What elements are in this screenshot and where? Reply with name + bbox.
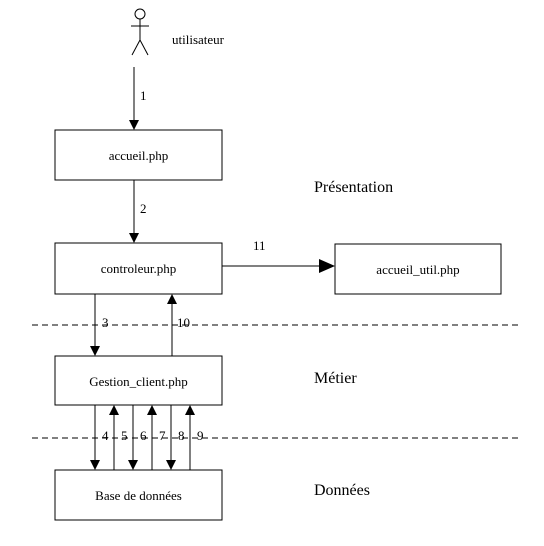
step-label-4: 4 [102,428,109,443]
layer-label-presentation: Présentation [314,179,393,196]
step-label-11: 11 [253,238,266,253]
box-accueil: accueil.php [54,129,223,181]
box-base-donnees: Base de données [54,469,223,521]
step-label-2: 2 [140,201,147,216]
layer-label-metier: Métier [314,370,357,387]
box-controleur-label: controleur.php [101,261,176,276]
user-actor-icon [131,8,149,56]
box-accueil-util-label: accueil_util.php [376,262,459,277]
box-accueil-util: accueil_util.php [334,243,502,295]
box-base-donnees-label: Base de données [95,488,182,503]
step-label-6: 6 [140,428,147,443]
step-label-9: 9 [197,428,204,443]
box-gestion-client: Gestion_client.php [54,355,223,406]
step-label-5: 5 [121,428,128,443]
actor-label: utilisateur [172,32,225,47]
box-controleur: controleur.php [54,242,223,295]
step-label-1: 1 [140,88,147,103]
layer-label-donnees: Données [314,482,370,499]
step-label-8: 8 [178,428,185,443]
box-gestion-client-label: Gestion_client.php [89,374,188,389]
step-label-10: 10 [177,315,190,330]
step-label-3: 3 [102,315,109,330]
box-accueil-label: accueil.php [109,148,169,163]
step-label-7: 7 [159,428,166,443]
